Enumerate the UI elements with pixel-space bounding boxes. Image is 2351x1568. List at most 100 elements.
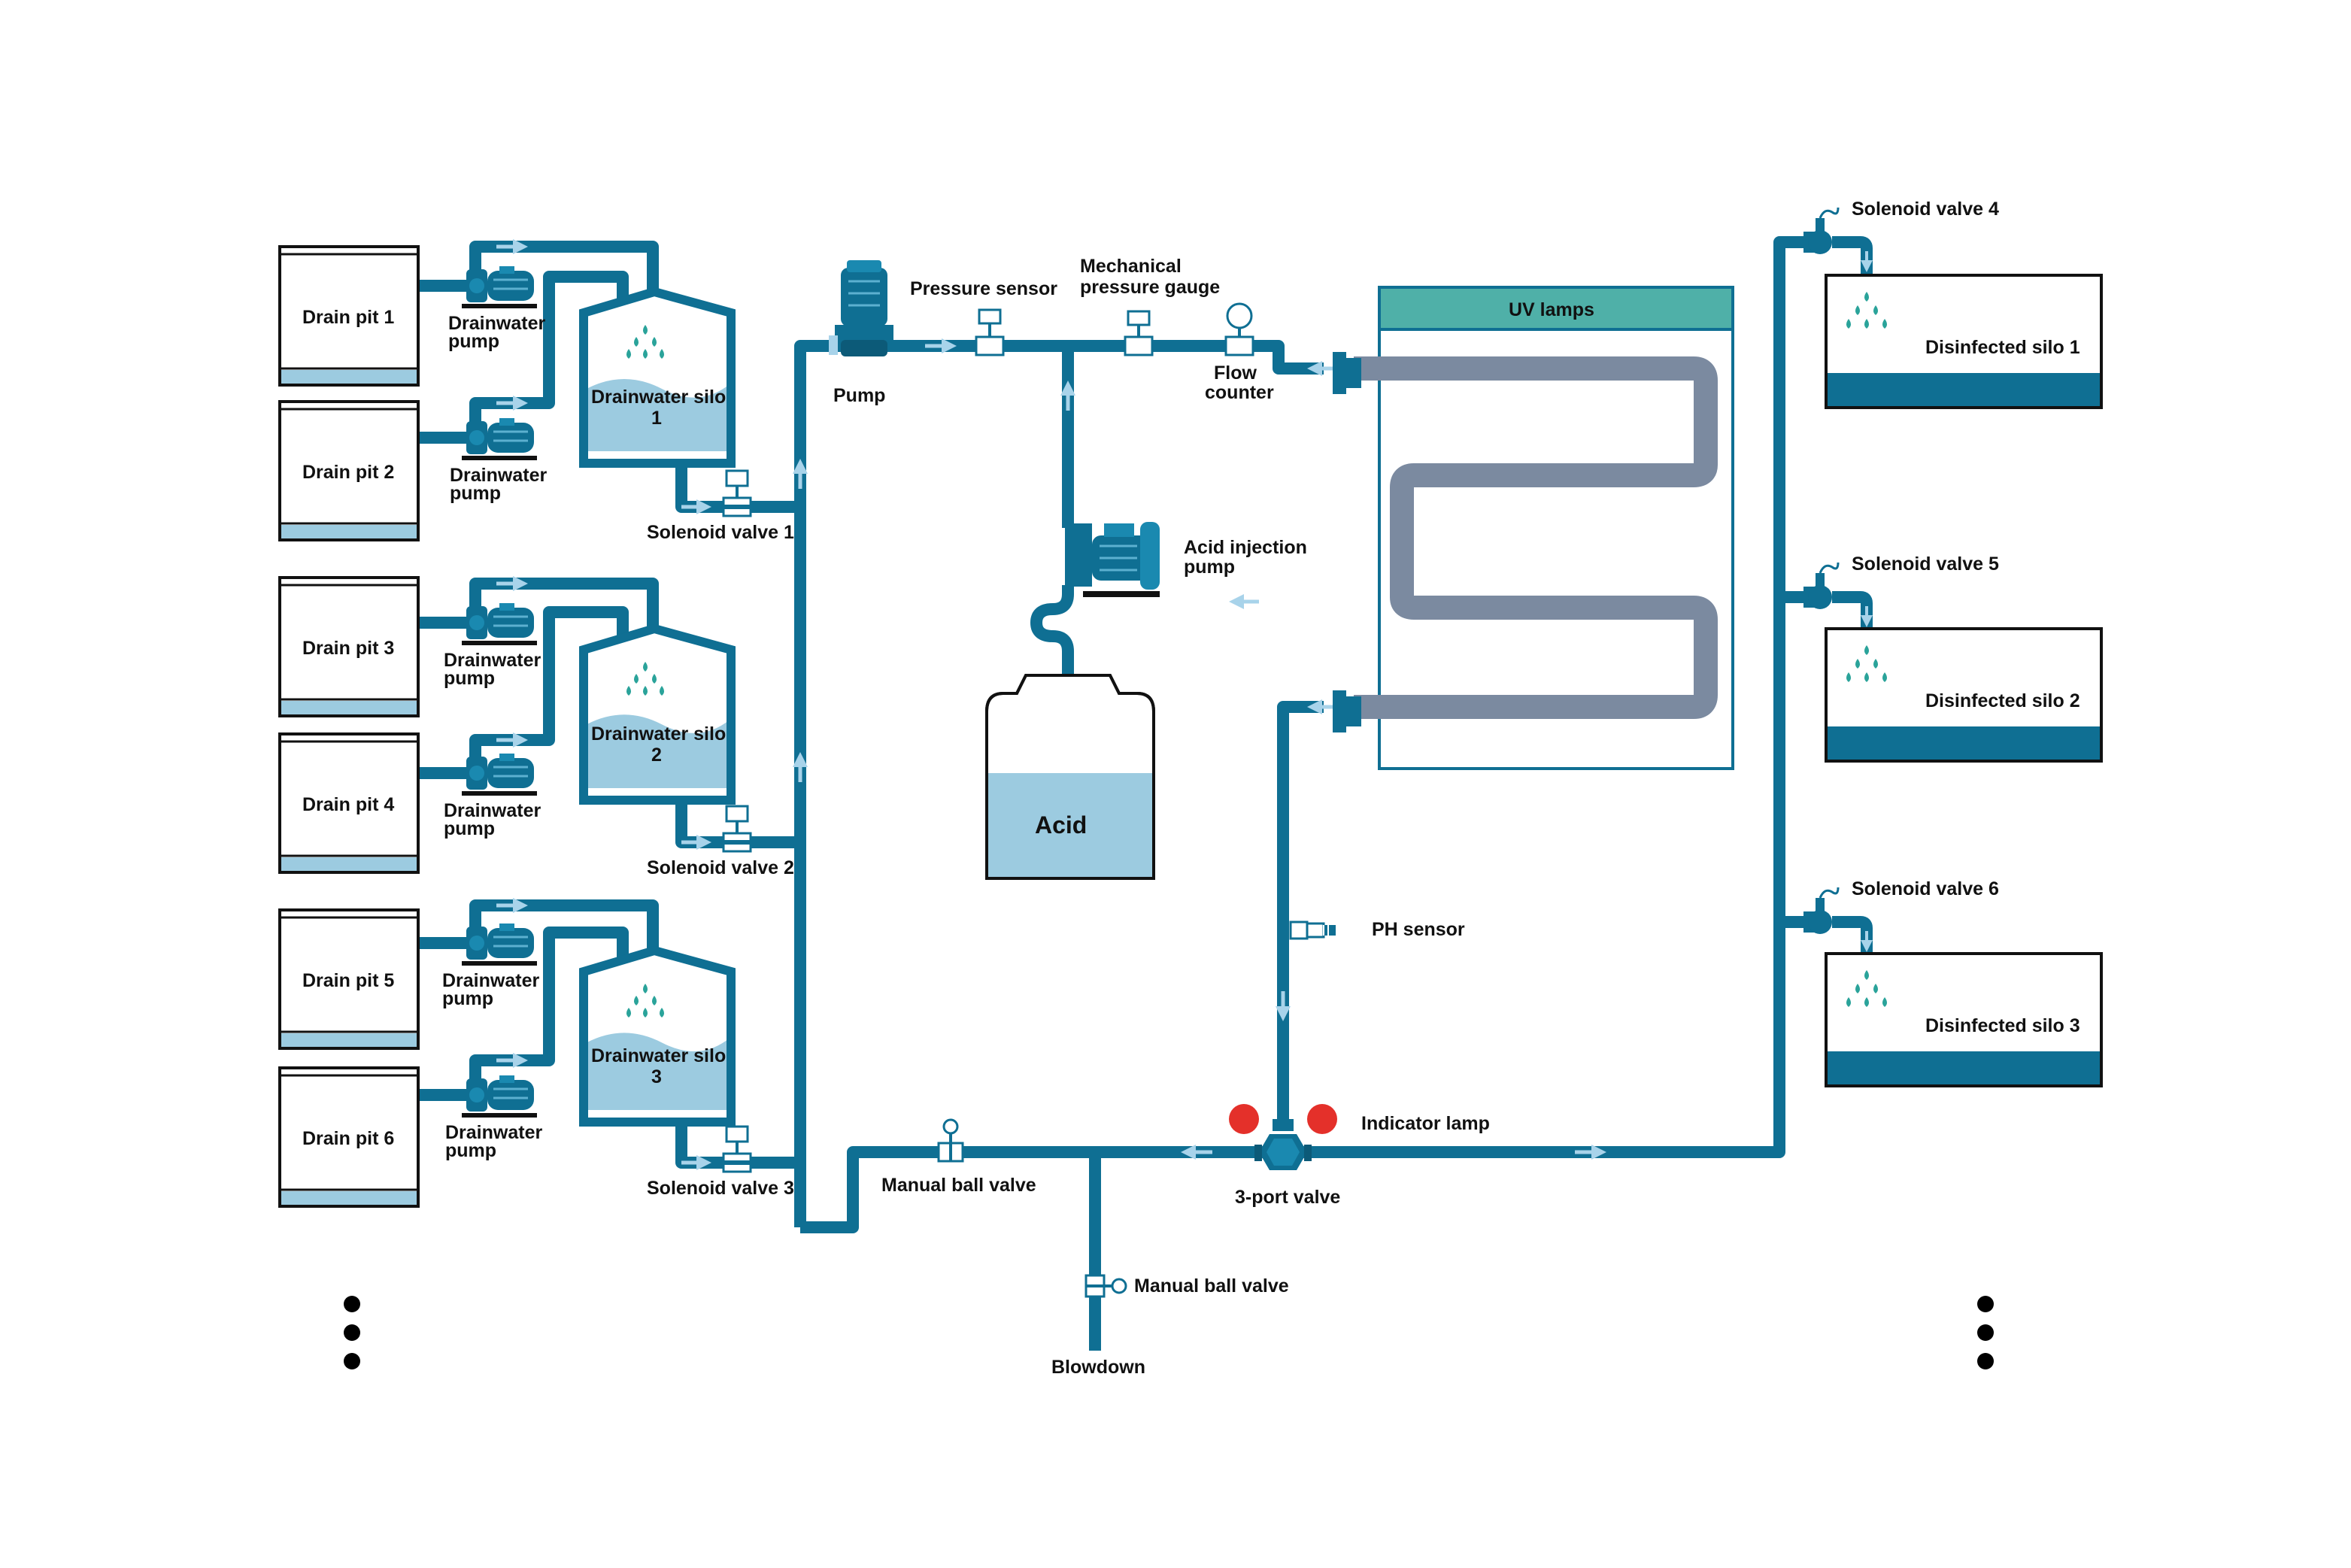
drain-pit-6: Drain pit 6 <box>278 1066 420 1208</box>
pump-label-line2: pump <box>445 1140 496 1161</box>
gauge-label-line1: Mechanical <box>1080 256 1182 277</box>
silo-label-line1: Drainwater silo <box>591 723 726 745</box>
flow-counter-line1: Flow <box>1214 362 1257 384</box>
silo-label-line1: Drainwater silo <box>591 387 726 408</box>
solenoid-valve-label: Solenoid valve 6 <box>1852 878 1999 899</box>
pump-label-line1: Drainwater <box>444 650 541 671</box>
pump-label-line2: pump <box>448 331 499 352</box>
drain-pits: Drain pit 1 Drain pit 2 Drain pit 3 Drain p… <box>278 245 420 1208</box>
pump-label-line2: pump <box>450 483 501 504</box>
pump-label-line2: pump <box>442 988 493 1009</box>
uv-lamp-unit <box>1333 286 1734 770</box>
solenoid-valve-5-icon <box>1803 562 1876 638</box>
acid-pump-label-line1: Acid injection <box>1184 537 1307 558</box>
indicator-lamp-label: Indicator lamp <box>1361 1113 1490 1134</box>
silo-label-line2: 3 <box>651 1066 662 1087</box>
acid-tank-label: Acid <box>1035 811 1087 839</box>
pressure-sensor-icon <box>975 308 1005 356</box>
water-drops-icon <box>1846 292 1887 329</box>
ph-sensor-label: PH sensor <box>1372 919 1465 940</box>
left-solenoid-valves: Solenoid valve 1 Solenoid valve 2 Solenoid… <box>647 469 794 1199</box>
pump-label-line2: pump <box>444 818 495 839</box>
pump-label-line2: pump <box>444 668 495 689</box>
drain-pit-label: Drain pit 1 <box>302 307 394 328</box>
water-drops-icon <box>1846 645 1887 682</box>
continuation-dots-left <box>344 1296 360 1369</box>
drain-pit-label: Drain pit 3 <box>302 638 394 659</box>
indicator-lamp-right <box>1307 1104 1337 1134</box>
disinfected-silo-label: Disinfected silo 2 <box>1925 690 2080 711</box>
flow-counter-icon <box>1224 302 1254 356</box>
drain-pit-4: Drain pit 4 <box>278 732 420 874</box>
blowdown-label: Blowdown <box>1051 1357 1145 1378</box>
drain-pit-1: Drain pit 1 <box>278 245 420 387</box>
flow-arrows <box>496 239 1606 1170</box>
drain-pit-label: Drain pit 6 <box>302 1128 394 1149</box>
manual-ball-valve-icon <box>937 1118 964 1163</box>
water-drops-icon <box>626 325 664 359</box>
continuation-dots-right <box>1977 1296 1994 1369</box>
solenoid-valve-label: Solenoid valve 2 <box>647 857 794 878</box>
silo-label-line2: 2 <box>651 745 662 766</box>
disinfected-silo-1: Disinfected silo 1 <box>1825 274 2103 409</box>
pump-label-line1: Drainwater <box>444 800 541 821</box>
drain-pit-label: Drain pit 5 <box>302 970 394 991</box>
pump-label-line1: Drainwater <box>450 465 547 486</box>
uv-coil <box>1354 356 1718 719</box>
silo-label-line2: 1 <box>651 408 662 429</box>
manual-ball-valve-label-2: Manual ball valve <box>1134 1275 1289 1297</box>
pump-label-line1: Drainwater <box>445 1122 542 1143</box>
drainwater-pumps: DrainwaterpumpDrainwaterpumpDrainwaterpu… <box>442 266 547 1161</box>
three-port-valve-icon <box>1254 1119 1312 1170</box>
disinfected-silo-label: Disinfected silo 1 <box>1925 337 2080 358</box>
pressure-sensor-label: Pressure sensor <box>910 278 1057 299</box>
pump-label: Pump <box>833 385 885 406</box>
drain-pit-label: Drain pit 4 <box>302 794 394 815</box>
water-drops-icon <box>626 984 664 1018</box>
solenoid-valve-label: Solenoid valve 3 <box>647 1178 794 1199</box>
uv-lamps-label: UV lamps <box>1509 299 1594 320</box>
pump-label-line1: Drainwater <box>442 970 539 991</box>
solenoid-valve-1-icon <box>722 469 752 517</box>
drain-pit-2: Drain pit 2 <box>278 400 420 541</box>
gauge-label-line2: pressure gauge <box>1080 277 1220 298</box>
ph-sensor-icon <box>1289 920 1336 940</box>
three-port-valve-label: 3-port valve <box>1235 1187 1340 1208</box>
solenoid-valve-3-icon <box>722 1125 752 1173</box>
acid-injection-pump-icon <box>1065 522 1160 597</box>
disinfected-silos: Disinfected silo 1 Disinfected silo 2 Disi… <box>1825 274 2103 1087</box>
water-drops-icon <box>1846 970 1887 1007</box>
pressure-gauge-icon <box>1124 310 1154 356</box>
solenoid-valve-label: Solenoid valve 4 <box>1852 199 1999 220</box>
water-drops-icon <box>626 662 664 696</box>
flow-counter-line2: counter <box>1205 382 1274 403</box>
disinfected-silo-label: Disinfected silo 3 <box>1925 1015 2080 1036</box>
indicator-lamp-left <box>1229 1104 1259 1134</box>
disinfected-silo-3: Disinfected silo 3 <box>1825 952 2103 1087</box>
drain-pit-3: Drain pit 3 <box>278 576 420 717</box>
disinfected-silo-2: Disinfected silo 2 <box>1825 627 2103 763</box>
manual-ball-valve-label-1: Manual ball valve <box>881 1175 1036 1196</box>
acid-tank <box>985 674 1155 880</box>
drain-pit-label: Drain pit 2 <box>302 462 394 483</box>
solenoid-valve-label: Solenoid valve 1 <box>647 522 794 543</box>
acid-pump-label-line2: pump <box>1184 557 1235 578</box>
blowdown-ball-valve-icon <box>1084 1274 1127 1298</box>
silo-label-line1: Drainwater silo <box>591 1045 726 1066</box>
drain-pit-5: Drain pit 5 <box>278 908 420 1050</box>
solenoid-valve-2-icon <box>722 805 752 853</box>
pump-label-line1: Drainwater <box>448 313 545 334</box>
main-pump-icon <box>829 260 893 356</box>
solenoid-valve-label: Solenoid valve 5 <box>1852 554 1999 575</box>
